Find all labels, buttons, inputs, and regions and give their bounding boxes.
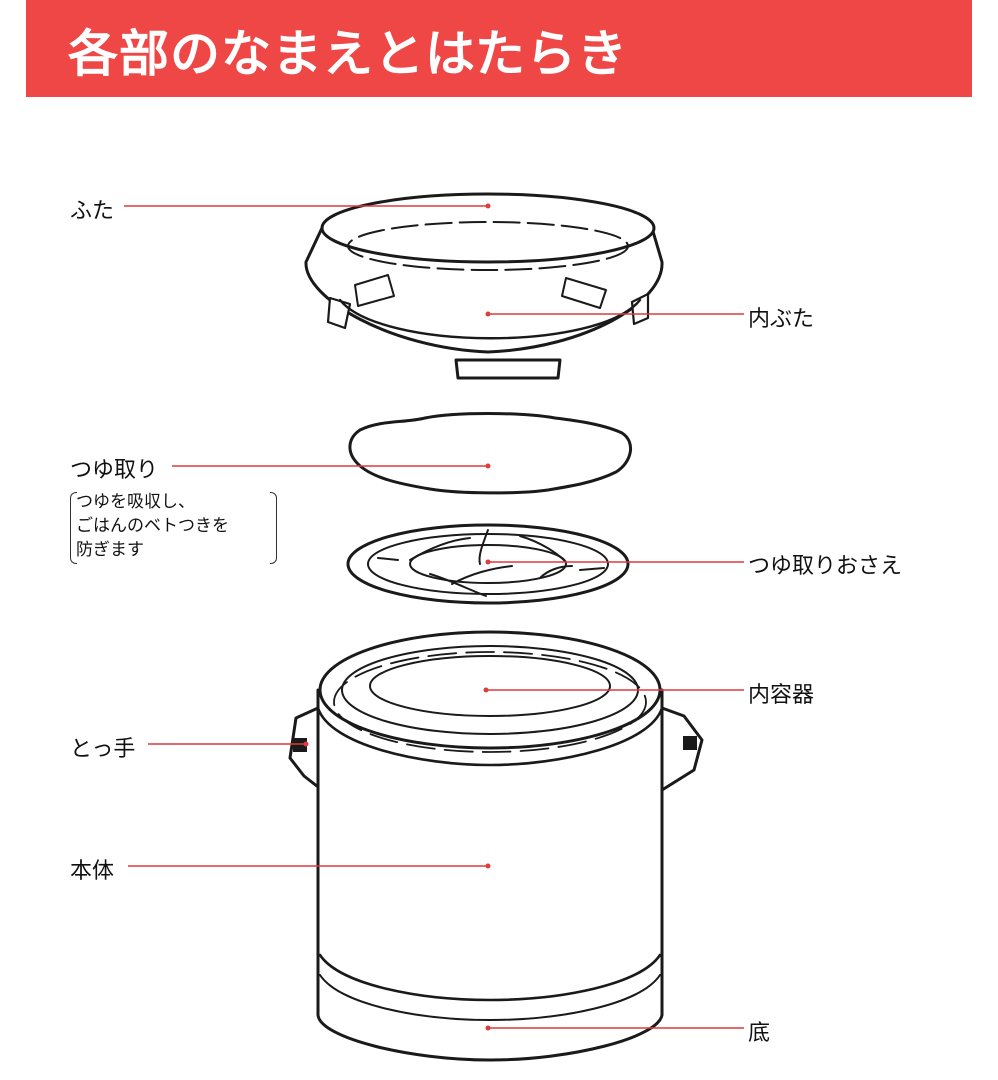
page-title: 各部のなまえとはたらき [68,25,628,83]
label-soko: 底 [748,1021,771,1046]
body-drawing [288,630,704,1062]
leader-dot-uchibuta [485,311,491,317]
label-tsuyutori-osae: つゆ取りおさえ [748,554,903,579]
leader-dot-tsuyutori-osae [485,559,491,565]
leader-dot-naiyouki [483,687,489,693]
label-futa: ふた [70,199,115,224]
title-banner: 各部のなまえとはたらき [26,0,972,97]
note-bracket-left [70,492,77,564]
label-uchibuta: 内ぶた [748,307,815,332]
lid-drawing [304,192,664,380]
leader-dot-soko [485,1025,491,1031]
leader-dot-tsuyutori [485,463,491,469]
note-bracket-right [270,492,277,564]
note-line-3: 防ぎます [76,540,144,560]
note-line-1: つゆを吸収し、 [76,492,195,512]
label-hontai: 本体 [70,859,115,884]
label-totte: とっ手 [70,737,136,762]
tsuyutori-note: つゆを吸収し、 ごはんのベトつきを 防ぎます [70,490,280,564]
label-tsuyutori: つゆ取り [70,458,159,483]
note-line-2: ごはんのベトつきを [76,516,229,536]
label-naiyouki: 内容器 [748,683,815,708]
leader-dot-futa [485,203,491,209]
tsuyutori-drawing [348,412,632,495]
leader-dot-hontai [485,863,491,869]
leader-dot-totte [303,741,309,747]
